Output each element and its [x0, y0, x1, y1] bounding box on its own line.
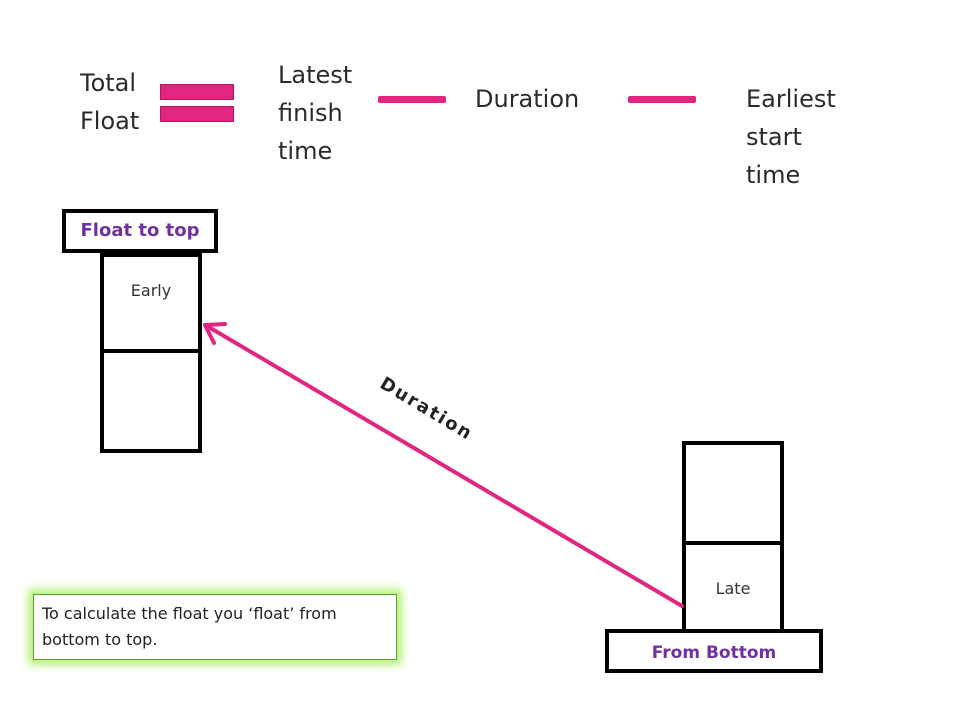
total-float-label: Total Float [80, 69, 140, 135]
top-node-lower-cell [100, 349, 202, 453]
minus-sign-1 [378, 96, 446, 103]
early-cell-label: Early [130, 281, 172, 300]
latest-finish-time-label: Latest finish time [278, 61, 353, 165]
duration-arrow-line [205, 324, 684, 608]
earliest-start-time-label: Earliest start time [746, 85, 836, 189]
equals-sign-bottom-bar [160, 106, 234, 122]
late-cell: Late [682, 541, 784, 633]
early-cell: Early [100, 253, 202, 353]
minus-sign-2 [628, 96, 696, 103]
explanation-note: To calculate the float you ‘float’ from … [33, 594, 397, 660]
duration-label: Duration [475, 85, 580, 113]
late-cell-label: Late [715, 579, 751, 598]
equals-sign-top-bar [160, 84, 234, 100]
float-to-top-label: Float to top [62, 209, 218, 253]
from-bottom-label: From Bottom [605, 629, 823, 673]
duration-arrow-head [203, 322, 227, 345]
